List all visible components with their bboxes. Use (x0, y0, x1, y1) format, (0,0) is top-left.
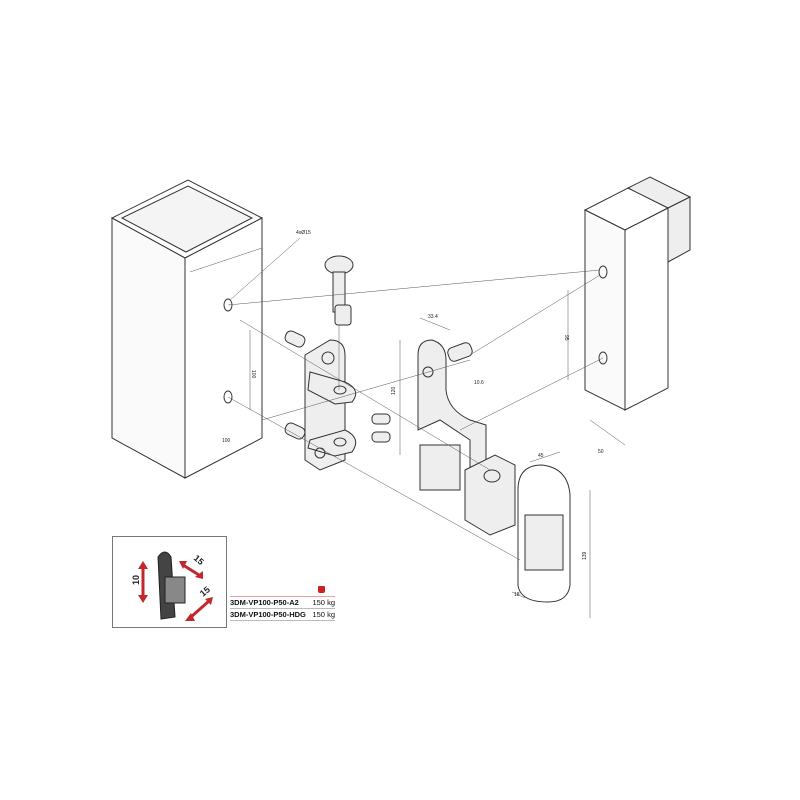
hinge-block (464, 454, 516, 536)
bolt (324, 255, 354, 326)
product-code: 3DM-VP100-P50-A2 (230, 598, 299, 607)
adjust-vertical-label: 10 (131, 575, 141, 585)
adjust-bottom-label: 15 (198, 584, 212, 598)
dim-right-post-spacing: 95 (563, 335, 569, 341)
product-load: 150 kg (312, 598, 335, 607)
top-arrow-icon (179, 561, 203, 579)
bottom-arrow-icon (185, 597, 213, 621)
adjustment-inset: 10 15 15 (112, 536, 227, 628)
dim-bracket-offset: 10.6 (474, 380, 484, 386)
right-square-post (583, 176, 692, 411)
adjustment-illustration: 10 15 15 (131, 551, 213, 621)
adjust-top-label: 15 (192, 553, 206, 567)
dim-bracket-height: 120 (391, 386, 397, 395)
dim-cover-width: 45 (538, 453, 544, 459)
left-square-post (110, 179, 264, 479)
dimension-lines (189, 247, 626, 618)
dim-bracket-width: 33.4 (428, 314, 438, 320)
dim-holes: 4xØ15 (296, 230, 311, 236)
table-row: 3DM-VP100-P50-HDG 150 kg (230, 609, 335, 621)
weight-icon (318, 586, 325, 593)
dim-cover-height: 139 (582, 551, 588, 560)
dim-right-post-width: 50 (598, 449, 604, 455)
leader-lines (227, 237, 604, 561)
dim-cover-depth: 18 (514, 592, 520, 598)
gate-bracket (417, 339, 487, 491)
product-table: 3DM-VP100-P50-A2 150 kg 3DM-VP100-P50-HD… (230, 596, 335, 621)
hinge-cover (517, 464, 571, 603)
dim-left-post-spacing: 100 (250, 370, 256, 379)
screws (371, 413, 391, 443)
table-row: 3DM-VP100-P50-A2 150 kg (230, 596, 335, 609)
dim-left-post-width: 100 (222, 438, 231, 444)
product-code: 3DM-VP100-P50-HDG (230, 610, 306, 619)
post-bracket (284, 330, 357, 471)
product-load: 150 kg (312, 610, 335, 619)
vertical-arrow-icon (138, 561, 148, 603)
